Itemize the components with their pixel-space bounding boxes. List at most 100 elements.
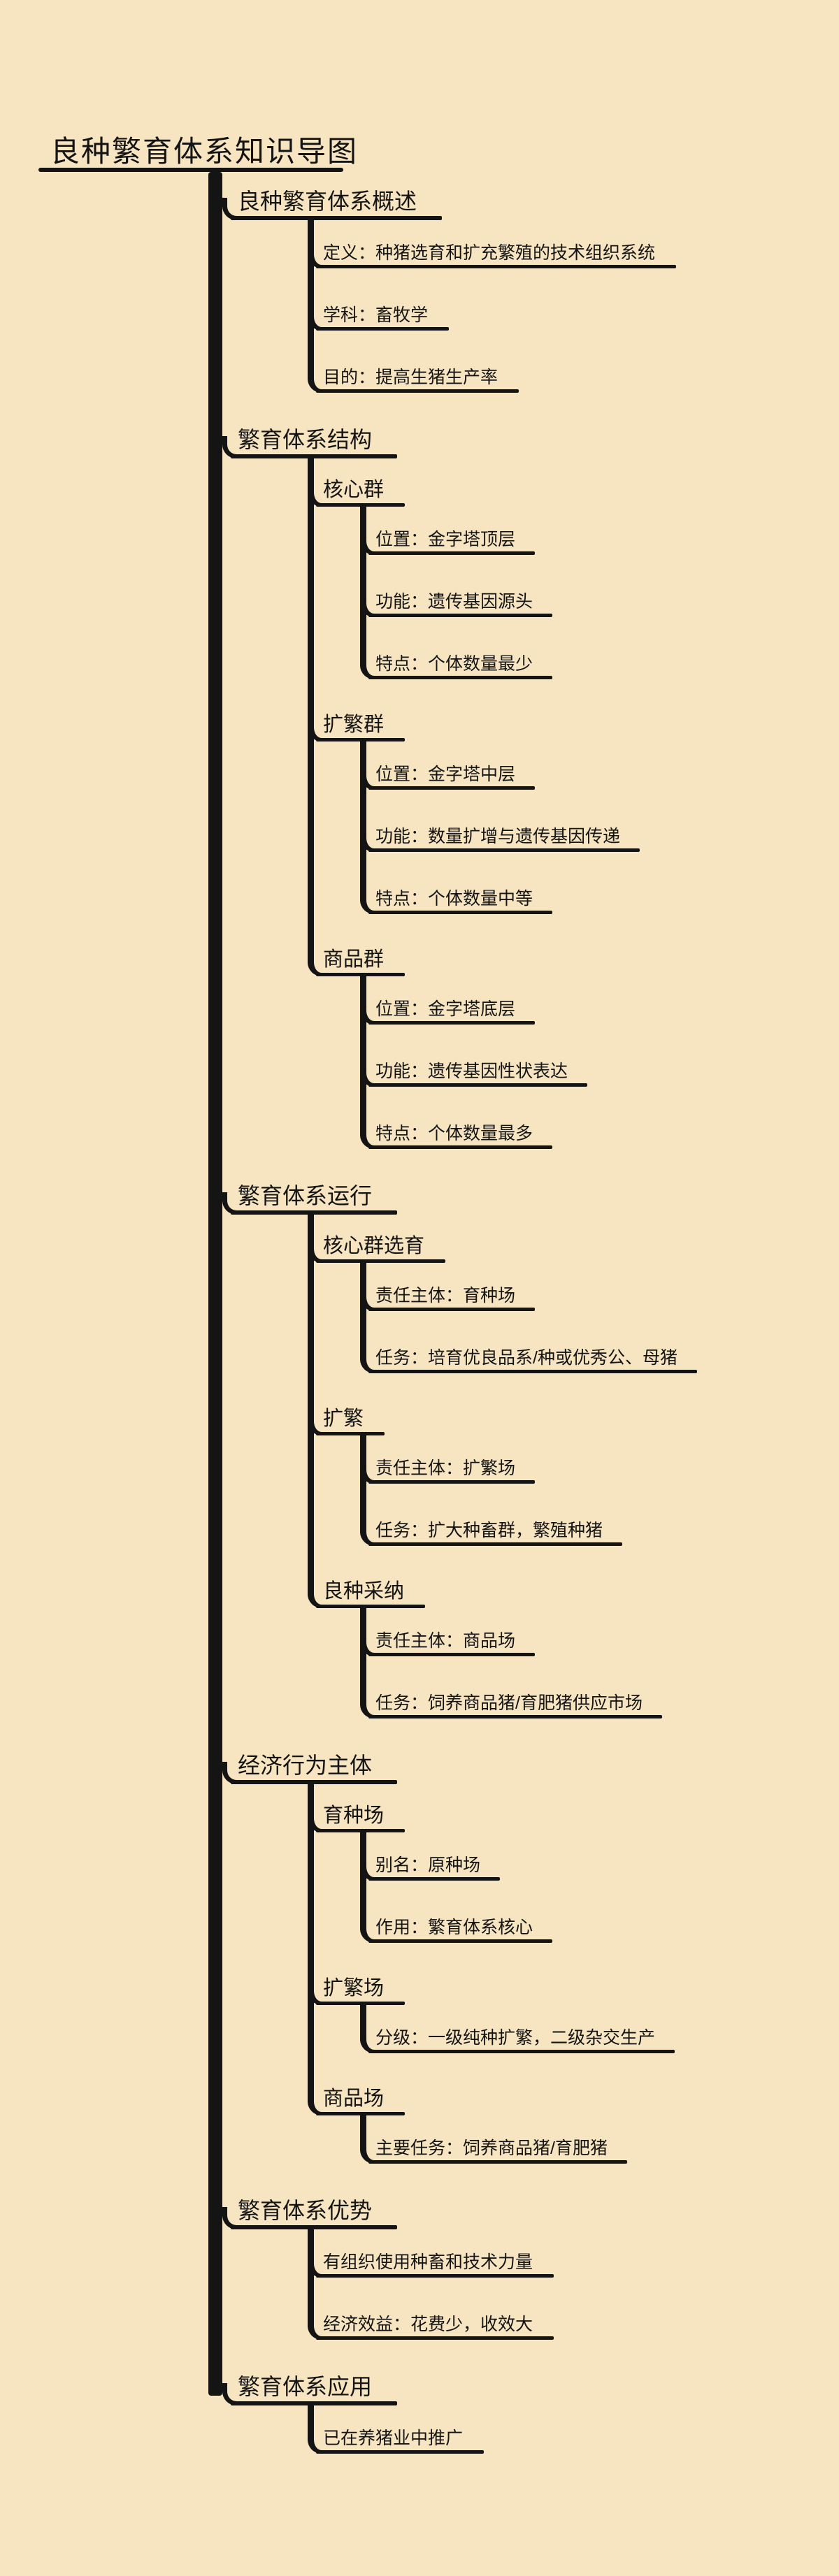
mindmap-node-row: 扩繁场	[308, 1943, 406, 2005]
mindmap-node-row: 特点：个体数量最少	[360, 617, 553, 679]
mindmap-node-label: 核心群选育	[323, 1234, 425, 1257]
branch-connector-line	[360, 2002, 366, 2042]
mindmap-node-label: 分级：一级纯种扩繁，二级杂交生产	[375, 2027, 656, 2048]
mindmap-node-row: 核心群	[308, 458, 406, 507]
mindmap-node-label: 位置：金字塔顶层	[375, 529, 516, 549]
mindmap-node-row: 作用：繁育体系核心	[360, 1881, 553, 1943]
mindmap-node-row: 任务：培育优良品系/种或优秀公、母猪	[360, 1311, 697, 1373]
mindmap-node: 经济效益：花费少，收效大	[0, 2278, 839, 2340]
mindmap-node-row: 扩繁群	[308, 679, 406, 741]
mindmap-node: 任务：饲养商品猪/育肥猪供应市场	[0, 1656, 839, 1718]
mindmap-node-label: 定义：种猪选育和扩充繁殖的技术组织系统	[323, 243, 656, 263]
mindmap-node: 繁育体系应用已在养猪业中推广	[0, 2340, 839, 2454]
mindmap-node-row: 任务：饲养商品猪/育肥猪供应市场	[360, 1656, 662, 1718]
mindmap-node: 分级：一级纯种扩繁，二级杂交生产	[0, 2005, 839, 2053]
mindmap-node: 位置：金字塔顶层	[0, 507, 839, 555]
mindmap-tree: 良种繁育体系概述定义：种猪选育和扩充繁殖的技术组织系统学科：畜牧学目的：提高生猪…	[0, 172, 839, 2454]
branch-connector-line	[308, 1781, 314, 2104]
mindmap-node-label: 主要任务：饲养商品猪/育肥猪	[375, 2138, 608, 2158]
mindmap-node-label: 目的：提高生猪生产率	[323, 367, 499, 387]
mindmap-node-row: 功能：数量扩增与遗传基因传递	[360, 790, 640, 852]
mindmap-node: 商品群位置：金字塔底层功能：遗传基因性状表达特点：个体数量最多	[0, 914, 839, 1149]
mindmap-node: 良种采纳责任主体：商品场任务：饲养商品猪/育肥猪供应市场	[0, 1546, 839, 1718]
mindmap-node: 学科：畜牧学	[0, 268, 839, 331]
mindmap-node: 育种场别名：原种场作用：繁育体系核心	[0, 1784, 839, 1943]
mindmap-node: 特点：个体数量最少	[0, 617, 839, 679]
mindmap-node: 任务：扩大种畜群，繁殖种猪	[0, 1484, 839, 1546]
branch-connector-line	[308, 2402, 314, 2443]
mindmap-node-row: 位置：金字塔顶层	[360, 507, 536, 555]
mindmap-node: 经济行为主体育种场别名：原种场作用：繁育体系核心扩繁场分级：一级纯种扩繁，二级杂…	[0, 1718, 839, 2164]
mindmap-node: 扩繁责任主体：扩繁场任务：扩大种畜群，繁殖种猪	[0, 1373, 839, 1546]
mindmap-node: 任务：培育优良品系/种或优秀公、母猪	[0, 1311, 839, 1373]
trunk-line	[208, 172, 222, 2396]
mindmap-node: 别名：原种场	[0, 1832, 839, 1881]
mindmap-node-row: 目的：提高生猪生产率	[308, 331, 519, 393]
branch-connector-line	[360, 1432, 366, 1535]
mindmap-node: 扩繁场分级：一级纯种扩繁，二级杂交生产	[0, 1943, 839, 2053]
mindmap-node-label: 任务：培育优良品系/种或优秀公、母猪	[375, 1347, 677, 1368]
mindmap-node-label: 任务：扩大种畜群，繁殖种猪	[375, 1520, 603, 1540]
mindmap-node: 繁育体系结构核心群位置：金字塔顶层功能：遗传基因源头特点：个体数量最少扩繁群位置…	[0, 393, 839, 1149]
mindmap-node-label: 良种采纳	[323, 1579, 405, 1602]
mindmap-node-row: 有组织使用种畜和技术力量	[308, 2229, 554, 2278]
mindmap-node: 已在养猪业中推广	[0, 2405, 839, 2454]
mindmap-node-label: 责任主体：育种场	[375, 1285, 516, 1305]
mindmap-node: 功能：遗传基因源头	[0, 555, 839, 617]
mindmap-node: 特点：个体数量最多	[0, 1087, 839, 1149]
mindmap-node-row: 繁育体系应用	[222, 2340, 398, 2405]
mindmap-node: 责任主体：育种场	[0, 1263, 839, 1311]
mindmap-node-label: 特点：个体数量中等	[375, 888, 533, 909]
mindmap-node-label: 商品场	[323, 2087, 385, 2110]
mindmap-node-row: 位置：金字塔底层	[360, 976, 536, 1025]
mindmap-node-label: 扩繁	[323, 1407, 364, 1430]
branch-connector-line	[308, 455, 314, 965]
mindmap-node: 主要任务：饲养商品猪/育肥猪	[0, 2115, 839, 2164]
mindmap-node-row: 责任主体：扩繁场	[360, 1435, 536, 1484]
mindmap-node: 良种繁育体系概述定义：种猪选育和扩充繁殖的技术组织系统学科：畜牧学目的：提高生猪…	[0, 172, 839, 393]
mindmap-node: 特点：个体数量中等	[0, 852, 839, 914]
mindmap-node-label: 位置：金字塔底层	[375, 999, 516, 1019]
branch-connector-line	[360, 2112, 366, 2152]
mindmap-node-label: 繁育体系运行	[238, 1183, 373, 1209]
mindmap-node: 功能：遗传基因性状表达	[0, 1025, 839, 1087]
mindmap-node-label: 经济效益：花费少，收效大	[323, 2314, 533, 2334]
mindmap-node-row: 学科：畜牧学	[308, 268, 450, 331]
mindmap-node: 核心群位置：金字塔顶层功能：遗传基因源头特点：个体数量最少	[0, 458, 839, 679]
branch-connector-line	[360, 738, 366, 903]
mindmap-node: 功能：数量扩增与遗传基因传递	[0, 790, 839, 852]
mindmap-node: 有组织使用种畜和技术力量	[0, 2229, 839, 2278]
mindmap-node-label: 繁育体系优势	[238, 2198, 373, 2224]
mindmap-node-label: 已在养猪业中推广	[323, 2428, 464, 2448]
branch-connector-line	[360, 1829, 366, 1932]
mindmap-node-label: 特点：个体数量最少	[375, 653, 533, 674]
mindmap-node-row: 扩繁	[308, 1373, 385, 1435]
title-underline	[38, 168, 343, 172]
mindmap-node-row: 已在养猪业中推广	[308, 2405, 485, 2454]
branch-connector-line	[308, 1211, 314, 1597]
mindmap-node-row: 特点：个体数量中等	[360, 852, 553, 914]
mindmap-node-label: 繁育体系结构	[238, 427, 373, 453]
mindmap-node-row: 经济效益：花费少，收效大	[308, 2278, 554, 2340]
mindmap-node-row: 分级：一级纯种扩繁，二级杂交生产	[360, 2005, 675, 2053]
mindmap-node: 繁育体系优势有组织使用种畜和技术力量经济效益：花费少，收效大	[0, 2164, 839, 2340]
branch-connector-line	[308, 217, 314, 382]
mindmap-node: 作用：繁育体系核心	[0, 1881, 839, 1943]
mindmap-node: 繁育体系运行核心群选育责任主体：育种场任务：培育优良品系/种或优秀公、母猪扩繁责…	[0, 1149, 839, 1718]
mindmap-node-row: 特点：个体数量最多	[360, 1087, 553, 1149]
mindmap-node-label: 育种场	[323, 1804, 385, 1827]
branch-connector-line	[360, 973, 366, 1138]
mindmap-node: 商品场主要任务：饲养商品猪/育肥猪	[0, 2053, 839, 2164]
mindmap-node: 位置：金字塔底层	[0, 976, 839, 1025]
mindmap-node-label: 有组织使用种畜和技术力量	[323, 2252, 533, 2272]
mindmap-node-row: 责任主体：商品场	[360, 1608, 536, 1656]
mindmap-node-label: 别名：原种场	[375, 1855, 481, 1875]
mindmap-node-row: 繁育体系运行	[222, 1149, 398, 1215]
mindmap-node-row: 商品群	[308, 914, 406, 976]
mindmap-node-row: 别名：原种场	[360, 1832, 501, 1881]
mindmap-node-row: 良种繁育体系概述	[222, 172, 443, 220]
mindmap-node-label: 位置：金字塔中层	[375, 764, 516, 784]
mindmap-node: 责任主体：扩繁场	[0, 1435, 839, 1484]
mindmap-node-row: 育种场	[308, 1784, 406, 1832]
